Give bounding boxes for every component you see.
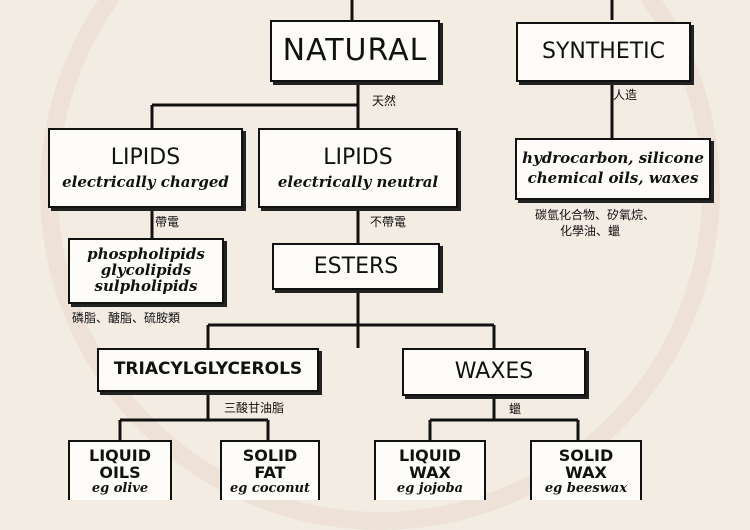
phospholipids-line2: glycolipids (100, 261, 192, 280)
synthetic-label: SYNTHETIC (541, 39, 666, 65)
solid-fat-line2: FAT (254, 462, 286, 482)
triacylglycerols-box: TRIACYLGLYCEROLS (97, 348, 319, 392)
synthetic-examples-caption-1: 碳氫化合物、矽氧烷、 (535, 208, 656, 222)
liquid-oils-line2: OILS (99, 462, 141, 482)
solid-wax-line2: WAX (565, 462, 607, 482)
liquid-wax-line3: eg jojoba (396, 480, 464, 496)
lipids-charged-box: LIPIDS electrically charged (48, 128, 243, 208)
triacylglycerols-label: TRIACYLGLYCEROLS (113, 359, 303, 380)
solid-fat-line3: eg coconut (230, 480, 310, 496)
natural-box: NATURAL (270, 20, 440, 82)
solid-fat-box: SOLID FAT eg coconut (220, 440, 320, 500)
liquid-oils-line1: LIQUID (89, 446, 151, 465)
lipids-charged-title: LIPIDS (110, 144, 181, 170)
natural-caption: 天然 (372, 94, 397, 108)
phospholipids-line3: sulpholipids (94, 276, 198, 295)
neutral-caption: 不帶電 (370, 215, 407, 229)
esters-box: ESTERS (272, 243, 440, 290)
lipids-charged-sub: electrically charged (62, 172, 229, 191)
lipids-neutral-sub: electrically neutral (277, 172, 439, 191)
liquid-oils-box: LIQUID OILS eg olive (68, 440, 172, 500)
connector-lines (118, 0, 614, 440)
charged-caption: 帶電 (155, 215, 180, 229)
phospholipids-line1: phospholipids (87, 245, 205, 264)
synthetic-examples-box: hydrocarbon, silicone chemical oils, wax… (515, 138, 711, 200)
liquid-wax-line1: LIQUID (399, 446, 461, 465)
synthetic-examples-line1: hydrocarbon, silicone (522, 149, 704, 168)
natural-label: NATURAL (282, 33, 428, 69)
triacylglycerols-caption: 三酸甘油脂 (224, 401, 285, 415)
solid-wax-box: SOLID WAX eg beeswax (530, 440, 642, 500)
synthetic-caption: 人造 (613, 88, 638, 102)
esters-label: ESTERS (313, 253, 399, 279)
waxes-box: WAXES (402, 348, 586, 396)
synthetic-box: SYNTHETIC (516, 22, 691, 82)
waxes-caption: 蠟 (509, 402, 522, 416)
synthetic-examples-line2: chemical oils, waxes (527, 169, 699, 187)
synthetic-examples-caption-2: 化學油、蠟 (560, 224, 621, 238)
waxes-label: WAXES (454, 359, 534, 385)
solid-wax-line1: SOLID (558, 446, 614, 465)
liquid-oils-line3: eg olive (91, 480, 149, 496)
lipids-neutral-box: LIPIDS electrically neutral (258, 128, 458, 208)
liquid-wax-line2: WAX (409, 462, 451, 482)
solid-wax-line3: eg beeswax (544, 480, 628, 496)
liquid-wax-box: LIQUID WAX eg jojoba (374, 440, 486, 500)
lipids-neutral-title: LIPIDS (323, 144, 393, 170)
phospholipids-box: phospholipids glycolipids sulpholipids (68, 238, 224, 304)
solid-fat-line1: SOLID (242, 446, 298, 465)
phospholipids-caption: 磷脂、醣脂、硫胺類 (72, 311, 181, 325)
